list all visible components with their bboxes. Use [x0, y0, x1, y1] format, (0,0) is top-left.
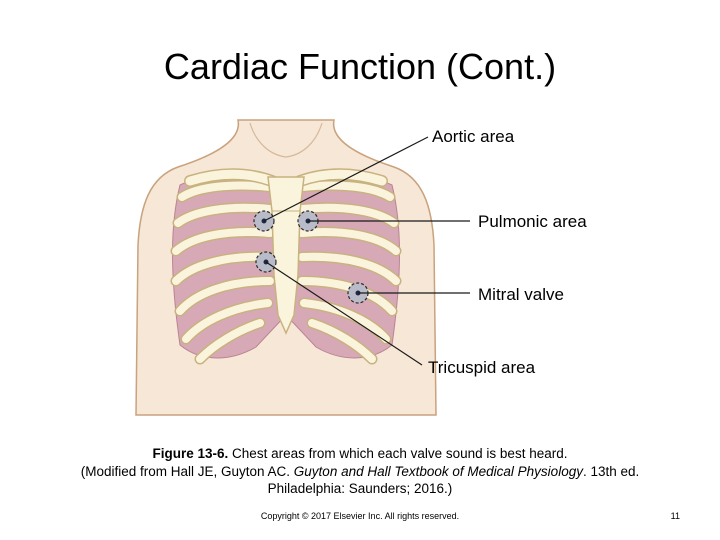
aortic-area-label: Aortic area: [432, 127, 515, 146]
right-ribs: [296, 180, 402, 365]
sternum: [267, 176, 305, 335]
caption-line-1: Figure 13-6. Chest areas from which each…: [30, 445, 690, 463]
slide-title: Cardiac Function (Cont.): [163, 46, 557, 87]
caption-line-3: Philadelphia: Saunders; 2016.): [267, 481, 453, 496]
pulmonic-area-label: Pulmonic area: [478, 212, 587, 231]
tricuspid-area-label: Tricuspid area: [428, 358, 536, 377]
caption-source-prefix: (Modified from Hall JE, Guyton AC.: [80, 463, 294, 479]
figure-caption: Figure 13-6. Chest areas from which each…: [30, 445, 690, 498]
chest-valve-diagram: [120, 115, 600, 425]
caption-line-2: (Modified from Hall JE, Guyton AC. Guyto…: [30, 463, 690, 481]
copyright-notice: Copyright © 2017 Elsevier Inc. All right…: [260, 511, 460, 521]
clavicles: [184, 168, 388, 187]
caption-text: Chest areas from which each valve sound …: [228, 446, 568, 461]
caption-book-title: Guyton and Hall Textbook of Medical Phys…: [293, 463, 583, 479]
left-ribs: [170, 180, 276, 365]
page-number: 11: [670, 511, 680, 521]
mitral-valve-label: Mitral valve: [478, 285, 564, 304]
caption-source-suffix: . 13th ed.: [582, 463, 640, 479]
figure-number: Figure 13-6.: [152, 446, 229, 461]
leader-lines: [263, 136, 470, 366]
